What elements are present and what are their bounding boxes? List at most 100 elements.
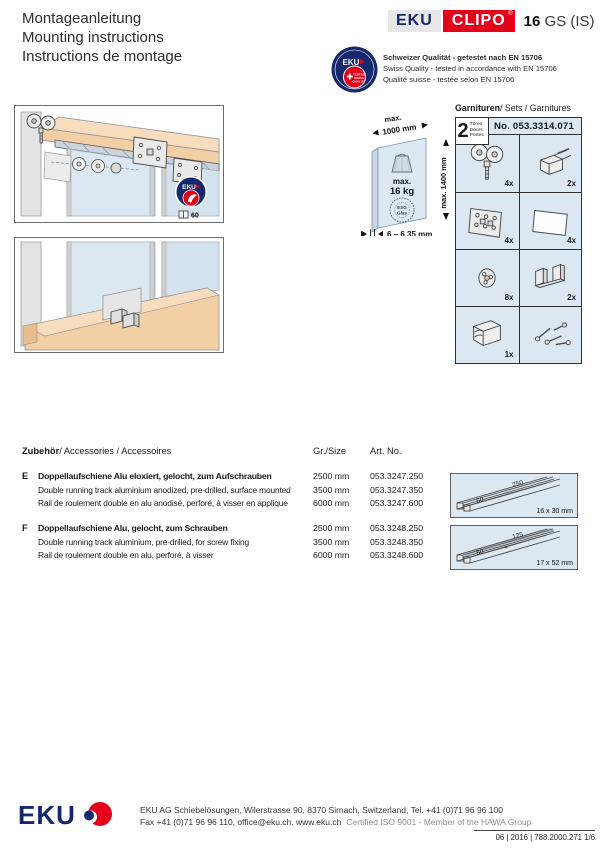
svg-text:250: 250 (512, 479, 525, 489)
svg-text:ESG: ESG (397, 205, 407, 210)
part-cell-screws (518, 306, 581, 363)
svg-text:125: 125 (512, 531, 525, 541)
rail-profile-icon (456, 476, 561, 512)
brand-logo: EKU CLIPO® 16 GS (IS) (388, 10, 595, 32)
table-row: Double running track aluminium, pre-dril… (38, 536, 424, 547)
part-end-cap-icon (473, 320, 502, 347)
table-row: Doppellaufschiene Alu, gelocht, zum Schr… (38, 523, 424, 533)
clipo-logo-box: CLIPO® (442, 10, 515, 32)
part-cell-pad: 4x (518, 192, 581, 249)
arrow-down-icon (443, 213, 449, 220)
height-dimension: max. 1400 mm (439, 139, 449, 220)
svg-text:max. 1400 mm: max. 1400 mm (439, 157, 448, 209)
accessory-item-E: E Doppellaufschiene Alu eloxiert, geloch… (0, 471, 600, 512)
svg-text:EKU: EKU (18, 801, 76, 829)
wall-panel (20, 111, 42, 217)
svg-text:60: 60 (191, 213, 199, 220)
weight-icon (391, 153, 413, 173)
accessory-item-F: F Doppellaufschiene Alu, gelocht, zum Sc… (0, 523, 600, 564)
part-qty: 2x (567, 293, 576, 302)
wood-shelf-end-face (22, 322, 38, 346)
part-mounting-plate-icon (468, 208, 503, 238)
part-qty: 1x (504, 350, 514, 359)
part-cell-guide: 2x (518, 249, 581, 306)
arrow-left-icon (378, 231, 383, 237)
roller-trolley-icon (26, 113, 56, 144)
svg-text:EKU: EKU (343, 58, 360, 67)
set-contents-grid: 2 Türen Doors Portes No. 053.3314.071 (454, 116, 582, 364)
sets-section-title: Garnituren/ Sets / Garnitures (455, 103, 571, 113)
accessories-title: Zubehör/ Accessories / Accessoires (22, 446, 172, 456)
part-qty: 2x (567, 179, 576, 188)
profile-size-label: 17 x 52 mm (536, 560, 573, 567)
eku-logo-box: EKU (388, 10, 441, 32)
svg-text:50: 50 (476, 496, 485, 505)
title-en: Mounting instructions (22, 29, 164, 46)
drawing-bottom-guide (14, 237, 224, 353)
doors-number: 2 (457, 119, 469, 142)
item-letter: F (22, 523, 28, 533)
product-model: 16 GS (IS) (523, 13, 595, 30)
glass-pad-exploded (43, 151, 72, 183)
swiss-quality-badge-icon: EKU TESTED SWISS QUALITY (331, 46, 378, 98)
document-title: Montageanleitung Mounting instructions I… (22, 9, 182, 66)
table-row: Rail de roulement double en alu anodisé,… (38, 498, 424, 508)
part-clamp-disc-icon (478, 268, 496, 288)
feather-glyph (188, 194, 197, 203)
page-ref-icon: 60 (178, 210, 199, 220)
title-fr: Instructions de montage (22, 48, 183, 65)
doors-count-box: 2 Türen Doors Portes (454, 116, 489, 145)
svg-text:1000 mm: 1000 mm (382, 122, 417, 136)
part-cell-stopper: 2x (518, 135, 582, 192)
part-bottom-guide-icon (534, 263, 567, 289)
drawing-top-track-assembly: EKU 60 (14, 105, 224, 223)
eku-swoosh-icon (84, 802, 112, 827)
svg-text:16 kg: 16 kg (390, 186, 414, 197)
part-qty: 4x (567, 236, 576, 245)
eku-footer-logo: EKU (18, 800, 114, 834)
svg-text:max.: max. (393, 177, 411, 186)
clamp-discs-exploded (72, 157, 122, 174)
arrow-right-icon (421, 122, 428, 129)
registered-mark: ® (508, 11, 514, 17)
door-edge (371, 147, 379, 233)
set-article-number: No. 053.3314.071 (494, 120, 575, 132)
eku-feather-badge-icon: EKU (175, 176, 207, 208)
part-qty: 8x (504, 293, 514, 302)
part-glass-pad-icon (532, 209, 568, 236)
bottom-guide-clips-icon (110, 308, 140, 329)
thickness-dimension: 6 – 6.35 mm (361, 229, 432, 239)
esg-glass-stamp-icon: ESG Glas (389, 197, 415, 223)
svg-text:QUALITY: QUALITY (352, 80, 365, 84)
document-reference: 06 | 2016 | 788.2000.271 1/6 (474, 830, 595, 842)
table-row: Double running track aluminium anodized,… (38, 484, 424, 495)
part-cell-cap: 1x (456, 306, 519, 363)
svg-text:6 – 6.35 mm: 6 – 6.35 mm (387, 230, 432, 236)
set-grid-header: 2 Türen Doors Portes No. 053.3314.071 (454, 116, 581, 145)
size-column-header: Gr./Size (313, 446, 347, 456)
title-de: Montageanleitung (22, 10, 142, 27)
part-qty: 4x (504, 179, 514, 188)
profile-drawing-16x30: 250 50 16 x 30 mm (450, 473, 578, 518)
rail-profile-icon (456, 528, 561, 564)
quality-statement: Schweizer Qualität - getestet nach EN 15… (383, 53, 557, 84)
part-cell-plate: 4x (456, 192, 519, 249)
table-row: Rail de roulement double en alu, perforé… (38, 550, 424, 560)
part-stopper-clip-icon (540, 147, 572, 176)
width-dimension: max. 1000 mm (372, 113, 428, 137)
item-letter: E (22, 471, 29, 481)
door-panel (377, 137, 427, 229)
table-row: Doppellaufschiene Alu eloxiert, gelocht,… (38, 471, 424, 481)
svg-text:50: 50 (476, 548, 485, 557)
arrow-left-icon (372, 129, 379, 136)
profile-drawing-17x52: 125 50 17 x 52 mm (450, 525, 578, 570)
certification-note: Certified ISO 9001 - Member of the HAWA … (346, 817, 532, 827)
company-address: EKU AG Schiebelösungen, Wilerstrasse 90,… (140, 805, 532, 827)
svg-text:EKU: EKU (182, 184, 196, 191)
part-screws-icon (535, 322, 572, 346)
art-no-column-header: Art. No. (370, 446, 402, 456)
part-cell-disc: 8x (456, 249, 519, 306)
arrow-up-icon (443, 139, 449, 146)
svg-text:TESTED: TESTED (353, 72, 366, 76)
